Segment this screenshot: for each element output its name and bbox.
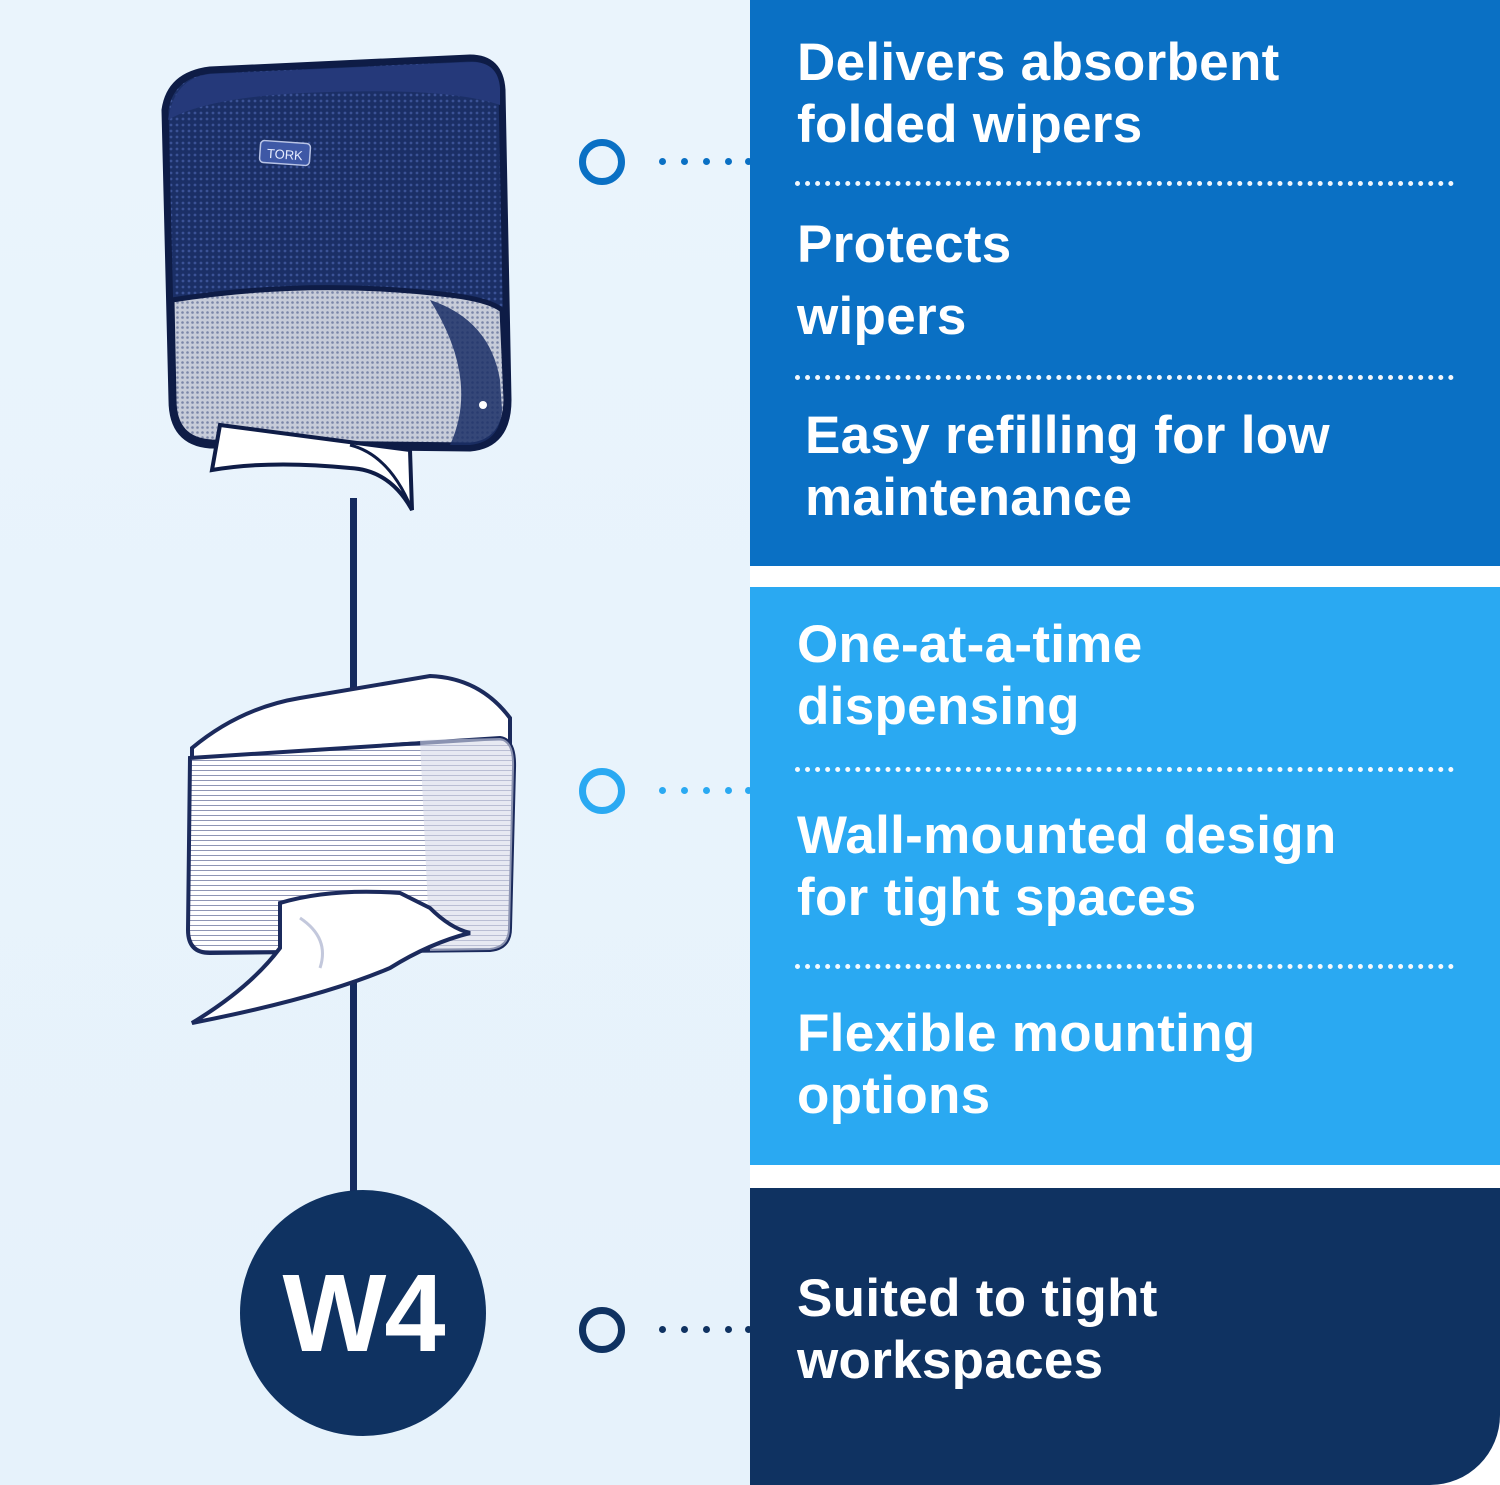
feature-line: dispensing <box>797 677 1080 736</box>
feature-line: Suited to tight <box>797 1269 1158 1328</box>
feature-protects-wipers: Protects wipers <box>797 214 1460 348</box>
connector-ring-icon <box>579 139 625 185</box>
feature-line: Protects <box>797 215 1012 274</box>
w4-badge: W4 <box>240 1190 486 1436</box>
feature-easy-refilling: Easy refilling for low maintenance <box>805 405 1460 529</box>
feature-panel-secondary: One-at-a-time dispensing Wall-mounted de… <box>750 587 1500 1165</box>
feature-line: for tight spaces <box>797 868 1197 927</box>
connector-dots <box>637 1326 752 1334</box>
badge-label: W4 <box>282 1251 446 1375</box>
feature-panel-primary: Delivers absorbent folded wipers Protect… <box>750 0 1500 566</box>
feature-one-at-a-time: One-at-a-time dispensing <box>797 614 1460 738</box>
feature-line: wipers <box>797 287 967 346</box>
wiper-pack-illustration <box>185 673 517 1025</box>
dispenser-illustration: TORK <box>161 54 512 511</box>
feature-panel-tertiary: Suited to tight workspaces <box>750 1188 1500 1485</box>
feature-line: One-at-a-time <box>797 615 1143 674</box>
dotted-separator <box>795 964 1454 969</box>
feature-line: folded wipers <box>797 95 1143 154</box>
connector-dots <box>637 158 752 166</box>
dotted-separator <box>795 181 1454 186</box>
feature-delivers-wipers: Delivers absorbent folded wipers <box>797 32 1460 156</box>
feature-line: Flexible mounting <box>797 1004 1256 1063</box>
dotted-separator <box>795 767 1454 772</box>
feature-suited-workspaces: Suited to tight workspaces <box>797 1268 1460 1392</box>
feature-line: options <box>797 1066 991 1125</box>
feature-line: workspaces <box>797 1331 1104 1390</box>
connector-ring-icon <box>579 768 625 814</box>
brand-logo: TORK <box>266 146 303 163</box>
dotted-separator <box>795 375 1454 380</box>
connector-ring-icon <box>579 1307 625 1353</box>
feature-flexible-mounting: Flexible mounting options <box>797 1003 1460 1127</box>
feature-wall-mounted: Wall-mounted design for tight spaces <box>797 805 1460 929</box>
feature-line: Easy refilling for low <box>805 406 1330 465</box>
feature-line: Delivers absorbent <box>797 33 1280 92</box>
connector-dots <box>637 787 752 795</box>
feature-line: Wall-mounted design <box>797 806 1337 865</box>
feature-line: maintenance <box>805 468 1133 527</box>
